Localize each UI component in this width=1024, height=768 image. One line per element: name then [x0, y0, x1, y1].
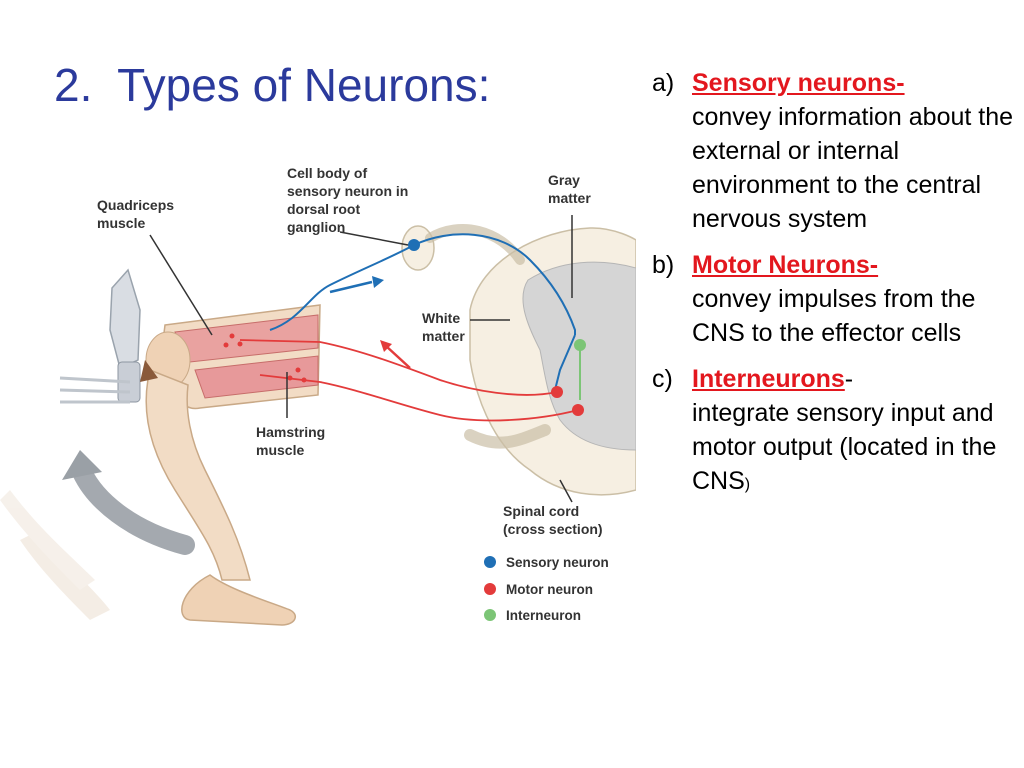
legend: Sensory neuron Motor neuron Interneuron: [484, 555, 609, 623]
definition-text: convey information about the external or…: [692, 103, 1014, 233]
label-cell-body-line1: Cell body of: [287, 165, 367, 181]
definition-marker: a): [652, 69, 675, 97]
label-hamstring-line2: muscle: [256, 442, 304, 458]
label-spinal-cord-line2: (cross section): [503, 521, 603, 537]
legend-swatch-sensory: [484, 556, 496, 568]
label-spinal-cord-line1: Spinal cord: [503, 503, 579, 519]
leg-motion-arrowhead: [62, 450, 102, 480]
label-white-matter-line2: matter: [422, 328, 465, 344]
sensory-flow-arrow: [329, 280, 373, 294]
sensory-neuron-path: [269, 233, 576, 391]
spinal-cord: [401, 224, 636, 496]
neuron-definitions: a) Sensory neurons- convey information a…: [652, 66, 1018, 514]
definition-term: Interneurons: [692, 365, 845, 393]
interneuron-path: [574, 339, 586, 400]
label-white-matter-line1: White: [422, 310, 460, 326]
motor-flow-arrow: [385, 345, 411, 369]
leg-motion-arrow: [72, 462, 195, 555]
slide-title: 2. Types of Neurons:: [54, 59, 491, 111]
legend-swatch-motor: [484, 583, 496, 595]
definition-marker: b): [652, 251, 675, 279]
definition-text-body: integrate sensory input and motor output…: [692, 399, 997, 495]
legend-label-motor: Motor neuron: [506, 582, 593, 597]
leader-lines: [149, 215, 573, 503]
definition-term: Motor Neurons-: [692, 251, 879, 279]
definition-motor: b) Motor Neurons- convey impulses from t…: [652, 248, 1018, 350]
label-gray-matter-line2: matter: [548, 190, 591, 206]
reflex-hammer: [59, 268, 141, 404]
legend-label-sensory: Sensory neuron: [506, 555, 609, 570]
ghost-legs: [0, 490, 110, 620]
label-cell-body-line2: sensory neuron in: [287, 183, 408, 199]
label-quadriceps-line2: muscle: [97, 215, 145, 231]
definition-term: Sensory neurons-: [692, 69, 905, 97]
label-cell-body-line3: dorsal root: [287, 201, 360, 217]
leg: [140, 304, 321, 626]
definition-dash: -: [844, 365, 854, 393]
definition-interneuron: c) Interneurons- integrate sensory input…: [652, 362, 1018, 502]
definition-text: integrate sensory input and motor output…: [692, 396, 1018, 502]
label-gray-matter-line1: Gray: [548, 172, 580, 188]
definition-sensory: a) Sensory neurons- convey information a…: [652, 66, 1018, 236]
legend-swatch-interneuron: [484, 609, 496, 621]
definition-marker: c): [652, 365, 673, 393]
definition-closing-paren: ): [744, 476, 751, 493]
label-cell-body-line4: ganglion: [287, 219, 345, 235]
reflex-arc-diagram: Cell body of sensory neuron in dorsal ro…: [0, 165, 636, 626]
label-hamstring-line1: Hamstring: [256, 424, 325, 440]
definition-text: convey impulses from the CNS to the effe…: [692, 285, 976, 347]
flow-arrows: [329, 276, 411, 369]
motor-neuron-paths: [223, 333, 584, 422]
label-quadriceps-line1: Quadriceps: [97, 197, 174, 213]
legend-label-interneuron: Interneuron: [506, 608, 581, 623]
